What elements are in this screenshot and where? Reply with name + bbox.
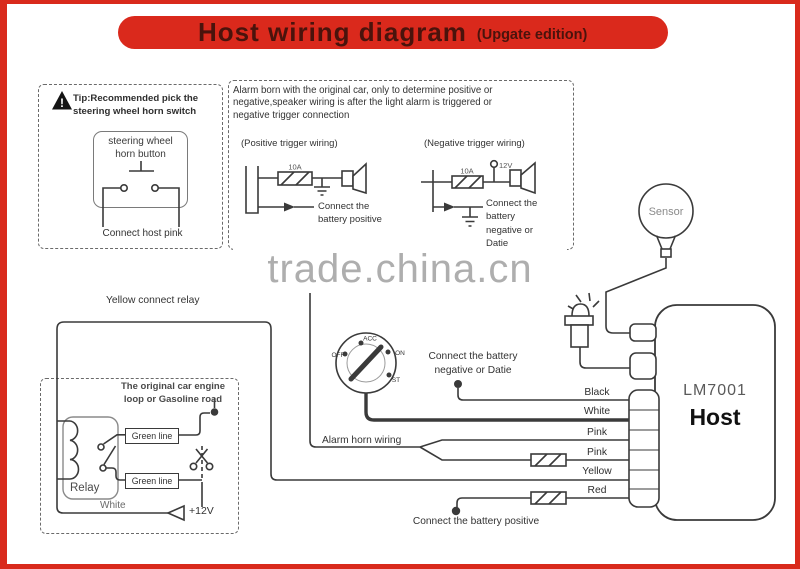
negative-caption-line2: battery [486,211,516,223]
ignition-off-label: OFF [332,352,345,359]
steering-wheel-button-box: steering wheel horn button [93,131,188,208]
wire-label-red: Red [587,485,607,496]
battery-negative-line1: Connect the battery [428,351,518,362]
ignition-switch: OFF ACC ON ST [332,332,405,394]
supply-12v-label: +12V [189,505,214,517]
host-tab-led [629,352,657,380]
alarm-note: Alarm born with the original car, only t… [233,85,493,122]
led-rays [567,292,600,311]
fuse-symbol [530,491,567,505]
sensor-balloon: Sensor [605,183,694,334]
sensor-wire [605,258,667,334]
negative-caption-line1: Connect the [486,198,538,209]
tip-text-line1: Tip:Recommended pick the [73,93,199,104]
wire-label-yellow: Yellow [582,466,612,477]
watermark: trade.china.cn [233,246,567,293]
tip-text: Tip:Recommended pick the steering wheel … [73,92,198,118]
host-model-label: LM7001 [683,382,747,399]
page-title: Host wiring diagram [198,17,467,47]
red-wire [456,497,630,507]
alarm-note-line1: Alarm born with the original car, only t… [233,85,493,96]
car-circuit-caption: The original car engine loop or Gasoline… [98,381,248,406]
tip-text-line2: steering wheel horn switch [73,106,197,117]
alarm-note-box [228,80,574,250]
positive-trigger-title: (Positive trigger wiring) [241,138,338,149]
fuse-symbol [530,453,567,467]
positive-caption-line2: battery positive [318,214,382,226]
host-connector [628,389,660,508]
alarm-horn-label: Alarm horn wiring [322,435,402,446]
negative-caption-line4: Datie [486,237,509,249]
green-line-box-1: Green line [125,428,179,444]
negative-trigger-title: (Negative trigger wiring) [424,138,525,149]
sensor-label: Sensor [649,206,684,218]
green-line-box-2: Green line [125,473,179,489]
battery-positive-label: Connect the battery positive [412,516,540,527]
yellow-relay-label: Yellow connect relay [106,295,200,306]
led-wire [579,347,630,369]
connect-host-pink-label: Connect host pink [102,228,183,239]
relay-label: Relay [70,482,100,494]
white-wire-label: White [100,500,126,511]
battery-negative-label: Connect the battery negative or Datie [403,350,543,377]
negative-trigger-caption: Connect the battery negative or Datie [486,197,537,250]
title-banner: Host wiring diagram (Upgate edition) [118,16,668,49]
car-circuit-line1: The original car engine [121,381,225,392]
wire-label-pink1: Pink [586,427,608,438]
host-name-label: Host [689,404,741,430]
positive-caption-line1: Connect the [318,201,370,212]
host-tab-sensor [629,323,657,342]
alarm-note-line3: negative trigger connection [233,109,350,121]
positive-trigger-caption: Connect the battery positive [318,200,382,227]
battery-negative-line2: negative or Datie [434,364,512,376]
page-subtitle: (Upgate edition) [476,26,588,43]
ignition-acc-label: ACC [363,336,377,343]
ignition-st-label: ST [392,377,400,384]
car-circuit-line2: loop or Gasoline road [123,393,223,405]
steering-wheel-label-line1: steering wheel [108,136,173,147]
steering-wheel-label-line2: horn button [115,148,166,160]
wire-label-pink2: Pink [586,447,608,458]
negative-caption-line3: negative or [486,224,534,236]
wire-label-black: Black [584,387,610,398]
wire-label-white: White [583,406,611,417]
alarm-note-line2: negative,speaker wiring is after the lig… [233,97,492,109]
led-indicator [564,292,630,369]
